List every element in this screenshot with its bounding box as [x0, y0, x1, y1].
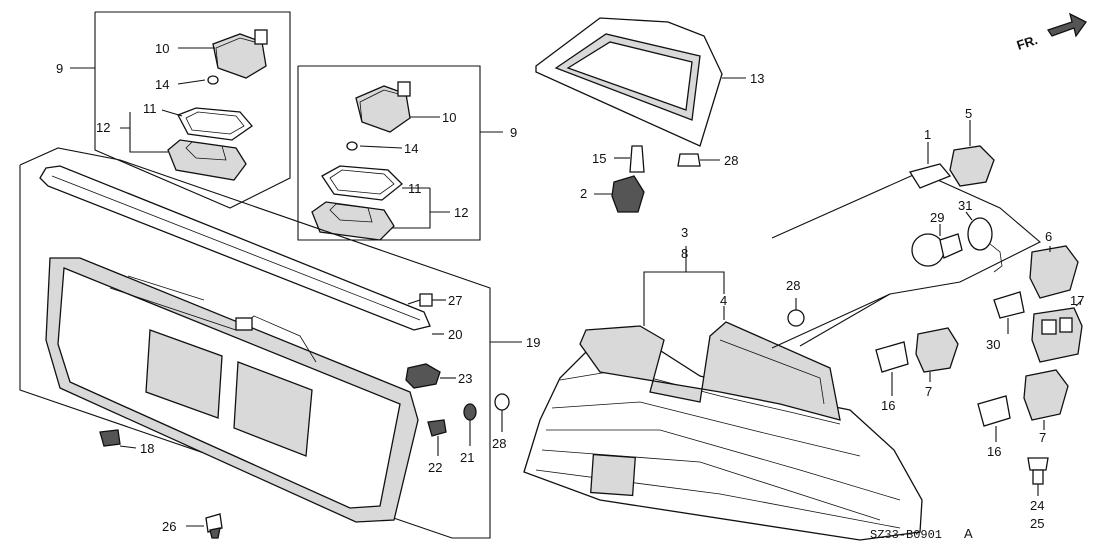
callout-28b: 28: [786, 278, 800, 293]
callout-30: 30: [986, 337, 1000, 352]
connector-23: [405, 363, 441, 389]
front-arrow-icon: [1046, 12, 1087, 38]
callout-6: 6: [1045, 229, 1052, 244]
plate-opening-right: [233, 361, 313, 457]
bulb-16-lower: [977, 395, 1011, 427]
callout-23: 23: [458, 371, 472, 386]
callout-2: 2: [580, 186, 587, 201]
bulb-1: [908, 163, 952, 189]
callout-26: 26: [162, 519, 176, 534]
callout-15: 15: [592, 151, 606, 166]
front-indicator: FR.: [1015, 12, 1087, 53]
callout-12b: 12: [454, 205, 468, 220]
nut-21: [463, 403, 477, 421]
callout-16b: 16: [987, 444, 1001, 459]
callout-31: 31: [958, 198, 972, 213]
callout-9a: 9: [56, 61, 63, 76]
bulb-29: [911, 233, 945, 267]
callout-10a: 10: [155, 41, 169, 56]
bulb-14-left: [207, 75, 219, 85]
callout-22: 22: [428, 460, 442, 475]
garnish-panel-group: [19, 147, 491, 539]
socket-7-upper: [915, 327, 959, 373]
screw-27: [419, 293, 433, 307]
socket-6: [1029, 245, 1079, 299]
plate-opening-left: [145, 329, 223, 419]
bulb-16-upper: [875, 341, 909, 373]
callout-20: 20: [448, 327, 462, 342]
callout-24: 24: [1030, 498, 1044, 513]
socket-31: [967, 217, 993, 251]
diagram-code-suffix: A: [964, 526, 973, 541]
bulb-15: [629, 145, 645, 173]
callout-11a: 11: [143, 101, 157, 116]
socket-17: [1031, 307, 1083, 363]
clip-18: [99, 429, 121, 447]
callout-7a: 7: [925, 384, 932, 399]
license-light-group-right: [297, 65, 503, 241]
callout-19: 19: [526, 335, 540, 350]
diagram-code: SZ33-B0901 A: [870, 526, 973, 542]
tail-light-assembly: [523, 246, 923, 541]
socket-7-lower: [1023, 369, 1069, 421]
grommet-28-left: [494, 393, 510, 411]
nut-28-top: [677, 153, 701, 167]
callout-18: 18: [140, 441, 154, 456]
callout-5: 5: [965, 106, 972, 121]
callout-27: 27: [448, 293, 462, 308]
callout-17: 17: [1070, 293, 1084, 308]
license-lens-left: [167, 139, 247, 181]
callout-4: 4: [720, 293, 727, 308]
callout-21: 21: [460, 450, 474, 465]
bolt-22: [427, 419, 447, 437]
diagram-code-text: SZ33-B0901: [870, 528, 942, 542]
clip-26: [205, 513, 223, 533]
callout-13: 13: [750, 71, 764, 86]
callout-12a: 12: [96, 120, 110, 135]
callout-1: 1: [924, 127, 931, 142]
front-indicator-label: FR.: [1015, 32, 1040, 53]
gasket-right: [321, 165, 403, 201]
socket-2: [611, 175, 645, 213]
callout-16a: 16: [881, 398, 895, 413]
callout-28a: 28: [724, 153, 738, 168]
bolt-24: [1027, 457, 1049, 471]
socket-5: [949, 145, 995, 187]
bulb-socket-group: [771, 120, 1083, 496]
license-light-group-left: [70, 11, 291, 209]
callout-8: 8: [681, 246, 688, 261]
callout-10b: 10: [442, 110, 456, 125]
fasteners-group: [405, 293, 522, 456]
grommet-28-right: [787, 309, 805, 327]
bulb-30: [993, 291, 1025, 319]
callout-25: 25: [1030, 516, 1044, 531]
callout-11b: 11: [408, 181, 422, 196]
callout-9b: 9: [510, 125, 517, 140]
callout-14a: 14: [155, 77, 169, 92]
high-mount-stop-light: [535, 17, 746, 213]
callout-3: 3: [681, 225, 688, 240]
callout-28c: 28: [492, 436, 506, 451]
callout-14b: 14: [404, 141, 418, 156]
reflector: [590, 453, 636, 497]
callout-7b: 7: [1039, 430, 1046, 445]
callout-labels: 1 2 3 4 5 6 7 7 8 9 9 10 10 11 11 12 12 …: [56, 41, 1084, 534]
callout-29: 29: [930, 210, 944, 225]
bulb-14-right: [346, 141, 358, 151]
